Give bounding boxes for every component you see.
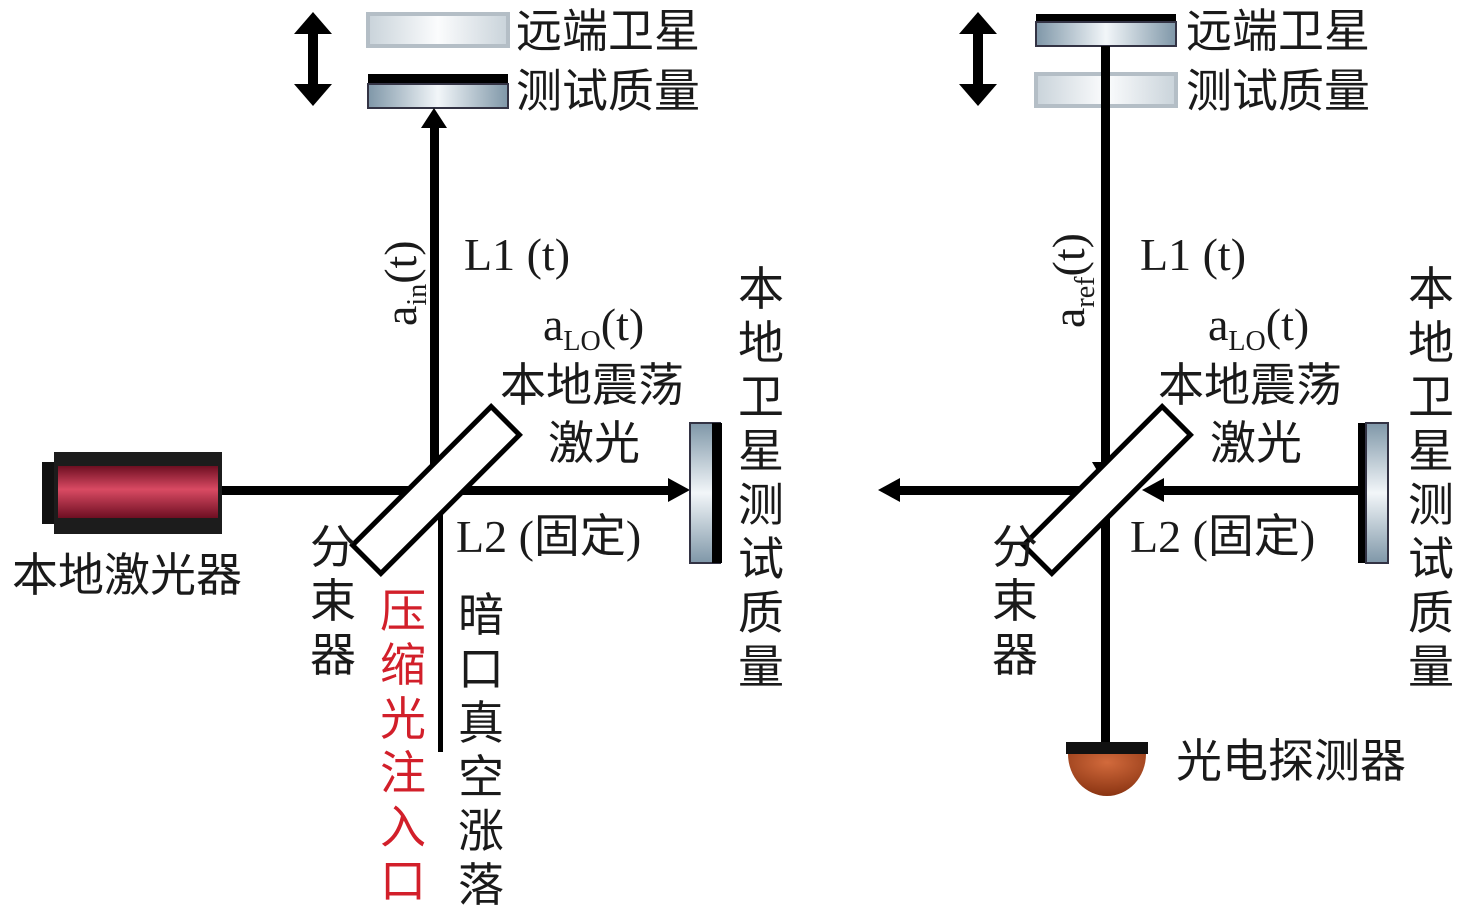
left-test-mass-mirror [367,74,509,109]
left-local-test-mass-mirror [689,422,722,564]
left-lo-label: aLO(t) [543,299,645,357]
right-beam-l2 [878,478,1358,502]
left-laser [42,452,222,534]
left-remote-satellite-label: 远端卫星 [516,4,700,58]
right-lo-caption-line2: 激光 [1210,416,1302,470]
right-detector-label: 光电探测器 [1176,734,1406,788]
right-local-test-mass-label: 本地卫星测试质量 [1408,262,1454,694]
right-beam-splitter [1020,403,1194,577]
left-arm1-label: L1 (t) [464,229,571,280]
left-lo-caption-line2: 激光 [548,416,640,470]
right-motion-arrow-icon [959,12,997,106]
right-test-mass-label: 测试质量 [1186,64,1370,118]
left-arm2-label: L2 (固定) [456,511,642,562]
right-signal-label: aref(t) [1043,233,1101,328]
right-remote-satellite-mirror [1035,14,1177,47]
left-local-test-mass-label: 本地卫星测试质量 [738,262,784,694]
left-beam-l1 [421,108,447,486]
left-laser-label: 本地激光器 [12,548,242,602]
right-splitter-label: 分束器 [992,520,1038,682]
left-test-mass-label: 测试质量 [516,64,700,118]
right-remote-satellite-label: 远端卫星 [1186,4,1370,58]
left-squeezed-input-label: 压缩光注入口 [380,584,426,908]
right-lo-label: aLO(t) [1208,299,1310,357]
left-setup [42,12,722,752]
left-remote-satellite-mirror [366,12,510,48]
left-dark-port-label: 暗口真空涨落 [458,588,504,912]
left-dark-port-line [438,495,443,752]
left-signal-label: ain(t) [375,240,433,326]
right-beam-to-detector [1101,495,1110,743]
right-arm1-label: L1 (t) [1140,229,1247,280]
left-lo-caption-line1: 本地震荡 [500,358,684,412]
right-arm2-label: L2 (固定) [1130,511,1316,562]
right-lo-caption-line1: 本地震荡 [1158,358,1342,412]
right-local-test-mass-mirror [1358,422,1389,564]
right-setup [878,12,1389,796]
left-motion-arrow-icon [294,12,332,106]
right-photodetector-icon [1066,742,1148,796]
left-splitter-label: 分束器 [310,520,356,682]
left-beam-splitter [349,403,523,577]
